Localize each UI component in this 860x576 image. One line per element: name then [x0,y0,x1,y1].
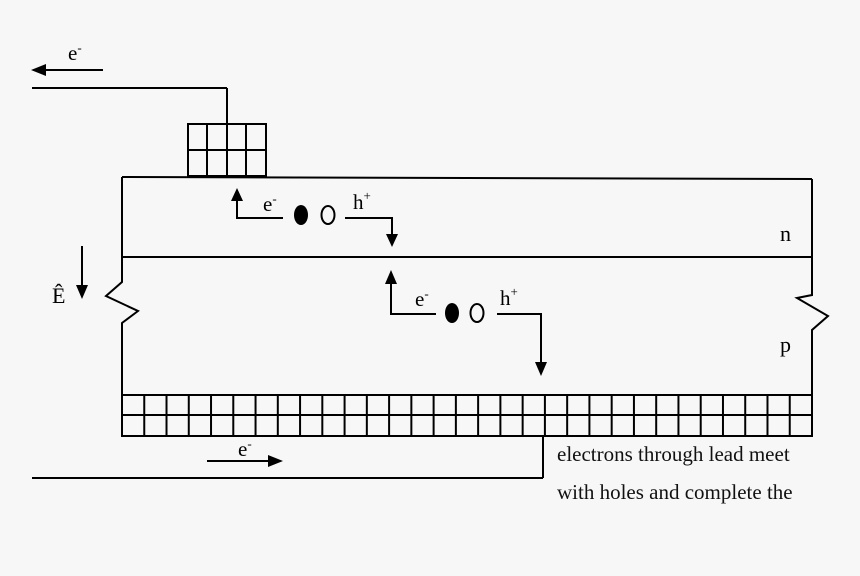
n-hole-label: h+ [353,188,371,214]
cell-right-edge-break [794,179,830,395]
n-layer-label: n [780,221,791,246]
n-electron-arrowhead [231,188,243,201]
bottom-electron-label: e- [238,436,252,461]
field-label: Ê [52,283,65,308]
n-electron-path [236,198,283,219]
n-hole-arrowhead [386,234,398,247]
n-electron-dot [294,205,308,225]
p-electron-label: e- [415,286,429,311]
p-electron-arrowhead [385,270,397,284]
p-hole-circle [469,303,485,323]
top-current-arrowhead [31,64,46,76]
p-hole-arrowhead [535,362,547,376]
p-electron-dot [445,303,459,323]
p-electron-path [390,282,436,315]
field-arrowhead [76,285,88,299]
p-layer-label: p [780,332,791,357]
n-hole-circle [320,205,336,225]
n-hole-path [345,217,393,236]
bottom-current-arrowhead [268,455,283,467]
bottom-contact-grid [121,394,813,437]
top-electron-label: e- [68,40,82,65]
caption-line-2: with holes and complete the [557,480,793,504]
p-hole-path [497,313,542,365]
p-hole-label: h+ [500,284,518,310]
caption-line-1: electrons through lead meet [557,442,790,466]
n-electron-label: e- [263,191,277,216]
cell-left-edge-break [104,177,140,395]
cell-top-edge [121,176,813,180]
